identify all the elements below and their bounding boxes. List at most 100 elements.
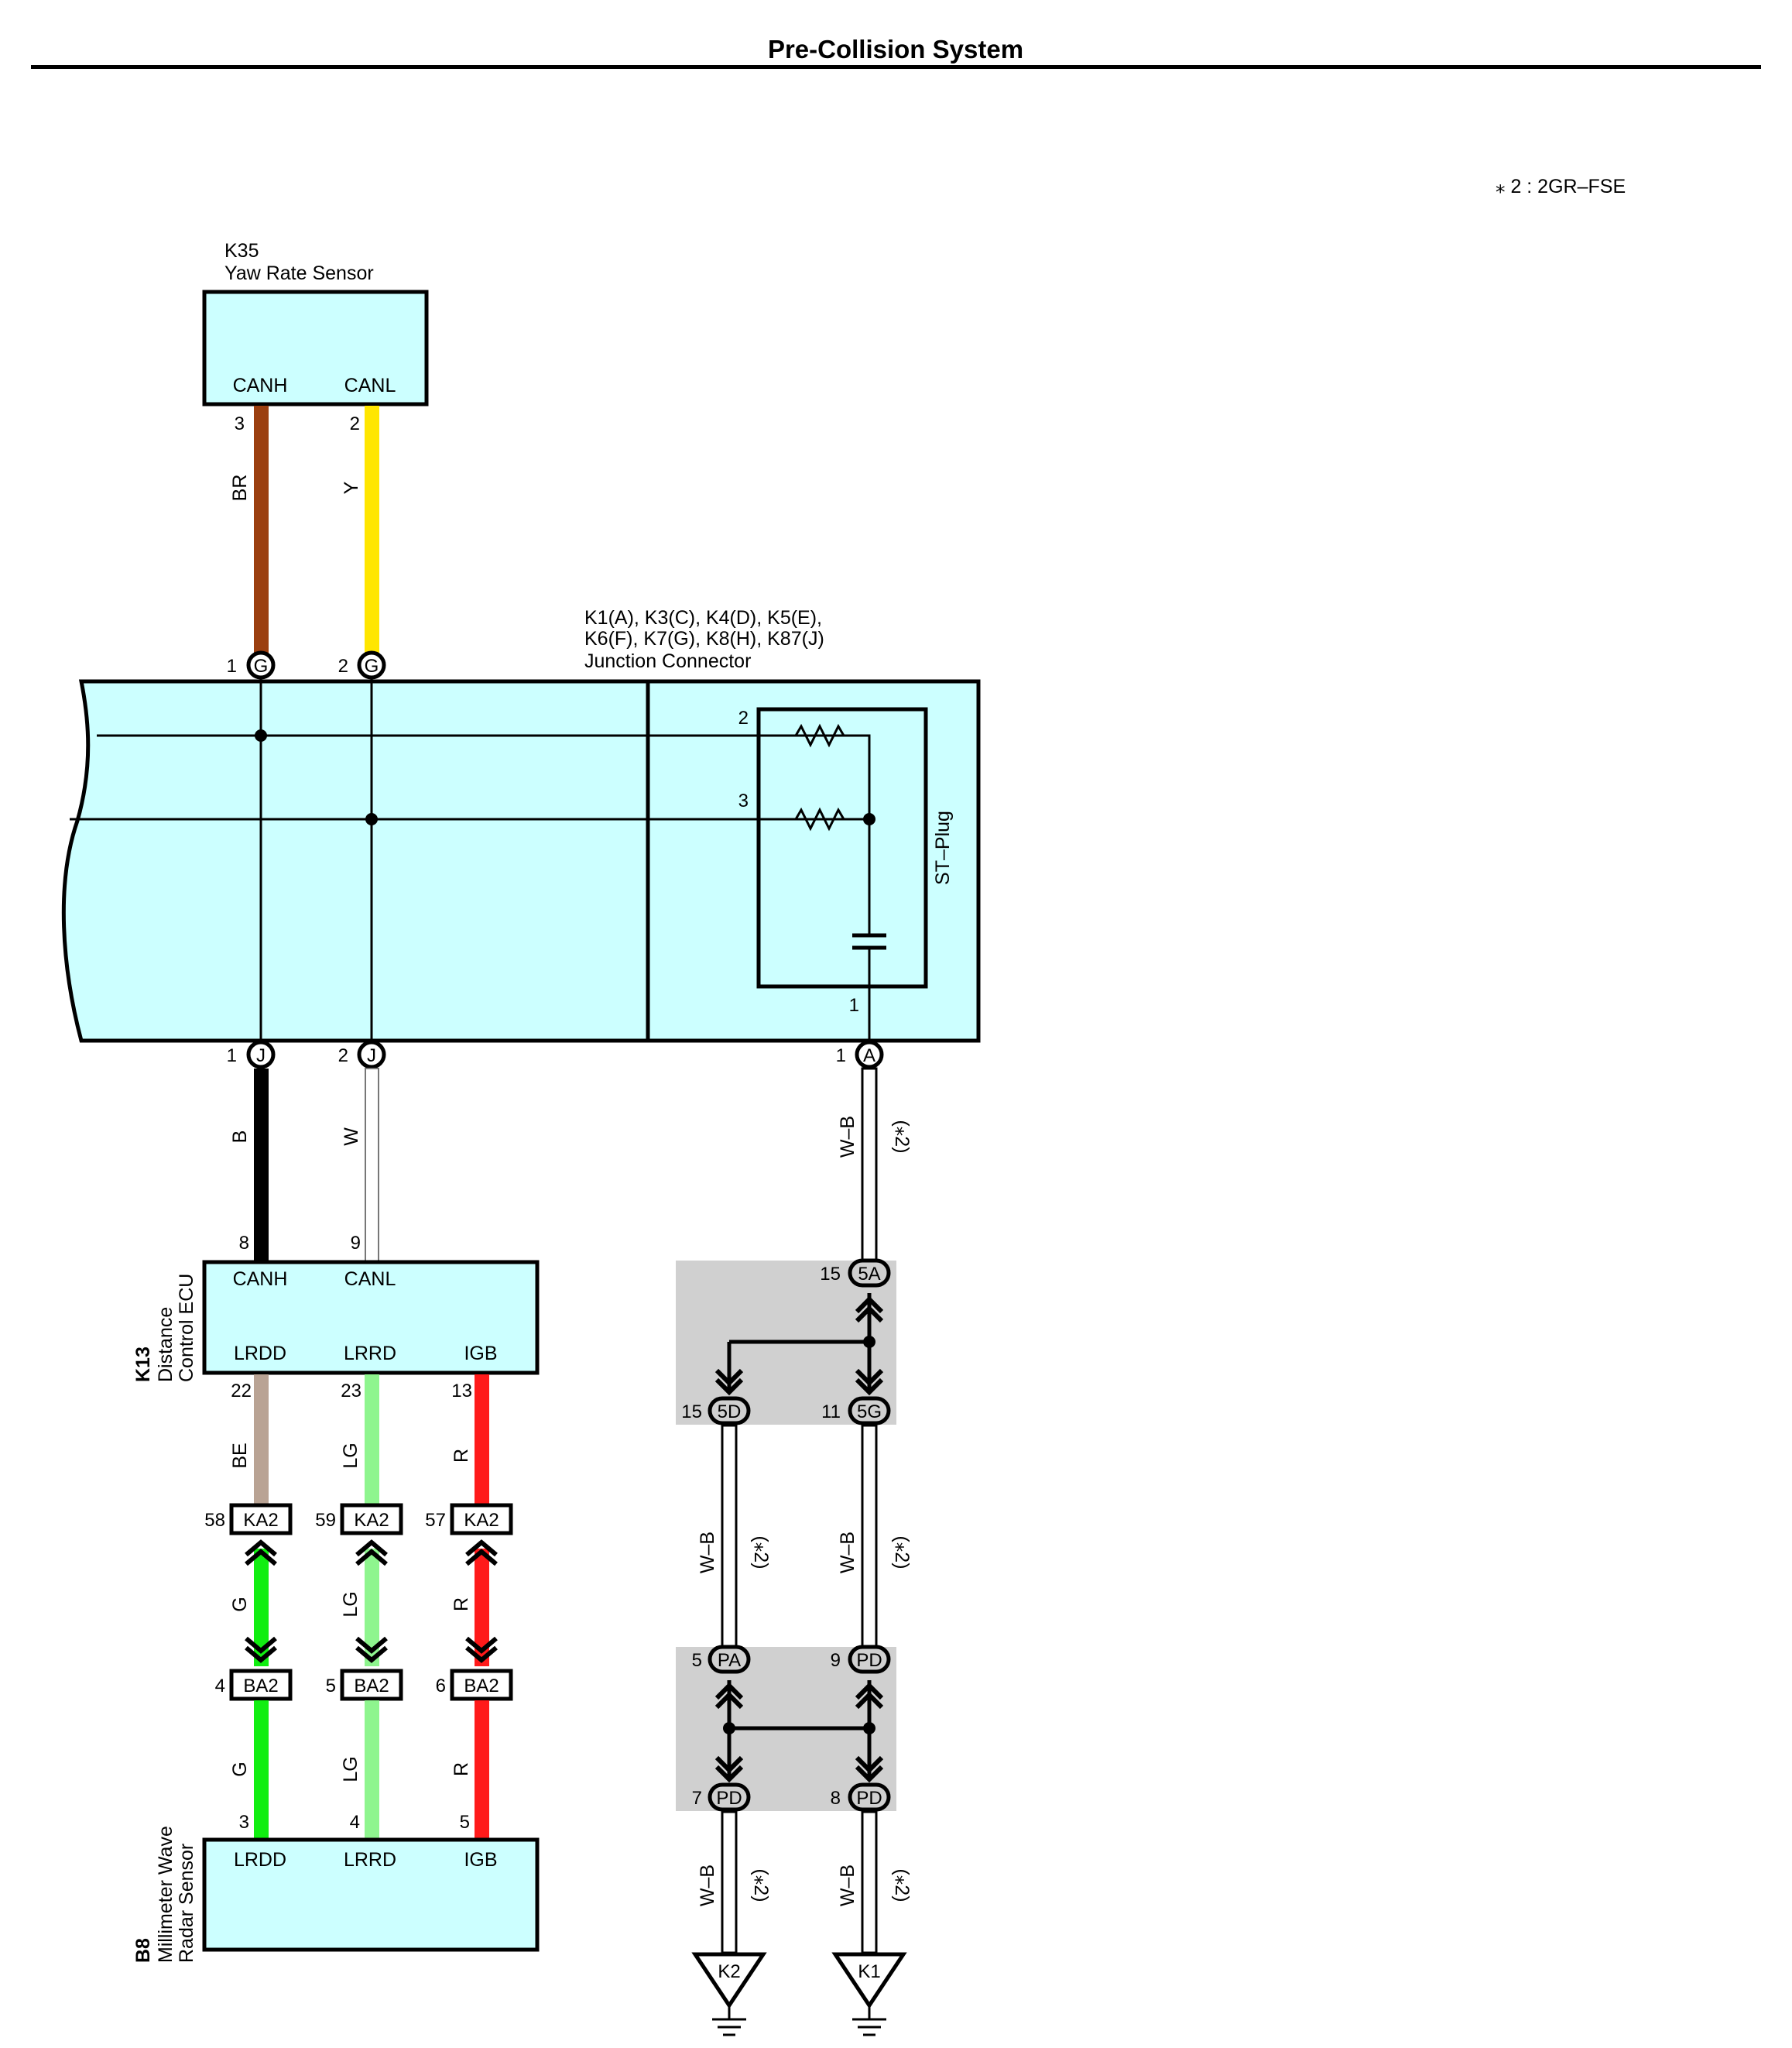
connector-ba2-b: BA2 5 [326,1669,403,1701]
ecu-canh-label: CANH [233,1268,288,1290]
pin-number: 58 [204,1510,225,1531]
radar-name-1: Millimeter Wave [155,1826,176,1963]
pin-ecu-igb: 13 [451,1381,472,1401]
radar-box [202,1837,540,1952]
junction-pin-g1: G 1 [227,650,276,680]
distance-control-ecu: 8 9 CANH CANL LRDD LRRD IGB K13 Distance… [132,1233,540,1382]
wire-wb [861,1067,878,1262]
pin-yaw-canl: 2 [350,413,360,434]
connector-pd-8: PD 8 [831,1782,891,1812]
svg-text:PD: PD [856,1788,882,1809]
connector-pd-7: PD 7 [692,1782,751,1812]
ecu-lrrd-label: LRRD [344,1343,396,1364]
pin-ecu-lrrd: 23 [341,1381,361,1401]
yaw-sensor-box [202,290,429,407]
pin-number: 1 [227,1045,237,1066]
wire-g [254,1700,269,1840]
wire-star-label: (⁎2) [891,1535,913,1569]
ecu-lrdd-label: LRDD [234,1343,286,1364]
wire-r [475,1374,489,1506]
pin-radar-lrrd: 4 [350,1812,360,1833]
wire-b-label: B [229,1130,251,1144]
wire-lg-label: LG [340,1443,361,1468]
ecu-name-1: Distance [155,1307,176,1382]
wire-g [254,1549,269,1666]
ground-k2: K2 [691,1952,767,2036]
wire-r-label: R [451,1597,472,1611]
pin-number: 7 [692,1788,702,1809]
connector-5d: 5D 15 [681,1396,751,1425]
svg-text:KA2: KA2 [354,1510,389,1531]
svg-text:BA2: BA2 [464,1676,499,1696]
connector-ka2-c: KA2 57 [425,1503,513,1535]
junction-connector-header: K1(A), K3(C), K4(D), K5(E), K6(F), K7(G)… [584,607,824,672]
engine-note: ⁎ 2 : 2GR–FSE [1496,176,1626,197]
wire-star-label: (⁎2) [891,1868,913,1902]
splice-dot [723,1722,735,1734]
pin-number: 1 [227,656,237,677]
pin-number: 57 [425,1510,446,1531]
wire-star-label: (⁎2) [891,1120,913,1153]
wire-lg-label: LG [340,1756,361,1782]
radar-id: B8 [132,1938,154,1963]
ground-icon [852,2018,886,2036]
pin-ecu-canh: 8 [239,1233,249,1254]
st-plug-box [756,707,928,989]
svg-text:J: J [256,1045,266,1066]
wire-wb-label: W–B [697,1864,718,1906]
splice-dot [863,1336,875,1348]
wire-w-label: W [341,1127,362,1146]
svg-text:PD: PD [856,1650,882,1671]
wire-lg-label: LG [340,1591,361,1617]
ecu-igb-label: IGB [464,1343,497,1364]
ecu-name-2: Control ECU [176,1274,197,1382]
connector-ka2-b: KA2 59 [315,1503,403,1535]
st-pin-1: 1 [849,995,859,1016]
wire-b [254,1069,269,1262]
ecu-canl-label: CANL [344,1268,396,1290]
radar-lrdd-label: LRDD [234,1849,286,1871]
connector-ba2-c: BA2 6 [436,1669,513,1701]
resistor-icon [790,723,871,819]
ecu-id: K13 [132,1346,154,1382]
wire-star-label: (⁎2) [750,1868,772,1902]
svg-text:G: G [254,656,269,677]
svg-text:KA2: KA2 [464,1510,499,1531]
st-pin-2: 2 [738,708,749,729]
connector-ba2-a: BA2 4 [215,1669,293,1701]
st-plug-label: ST–Plug [932,811,954,885]
pin-ecu-lrdd: 22 [231,1381,252,1401]
pin-number: 15 [820,1264,841,1285]
wire-w [365,1068,379,1263]
connector-pa: PA 5 [692,1645,751,1674]
wire-r-label: R [451,1762,472,1776]
wire-wb-label: W–B [837,1864,858,1906]
wire-r [475,1700,489,1840]
ground-k1: K1 [831,1952,907,2036]
wire-y-label: Y [341,481,362,494]
wire-wb [721,1424,738,1659]
wire-wb [861,1810,878,1954]
chevron-icons [714,1682,884,1783]
pin-number: 5 [326,1676,336,1696]
pin-number: 11 [821,1401,841,1422]
radar-sensor: LRDD LRRD IGB B8 Millimeter Wave Radar S… [132,1826,540,1963]
svg-text:A: A [863,1045,875,1066]
splice-dot [255,729,267,742]
junction-line2: K6(F), K7(G), K8(H), K87(J) [584,628,824,650]
junction-line1: K1(A), K3(C), K4(D), K5(E), [584,607,822,629]
pin-number: 6 [436,1676,446,1696]
pin-number: 1 [836,1045,846,1066]
radar-lrrd-label: LRRD [344,1849,396,1871]
svg-text:PA: PA [718,1650,741,1671]
connector-ka2-a: KA2 58 [204,1503,293,1535]
wire-wb-label: W–B [697,1532,718,1573]
connector-5a: 5A 15 [820,1258,891,1288]
svg-text:KA2: KA2 [243,1510,278,1531]
st-pin-3: 3 [738,791,749,811]
svg-text:J: J [367,1045,376,1066]
wire-r-label: R [451,1449,472,1463]
junction-pin-j1: J 1 [227,1040,276,1069]
splice-dot [365,813,378,825]
svg-text:K2: K2 [718,1961,740,1982]
